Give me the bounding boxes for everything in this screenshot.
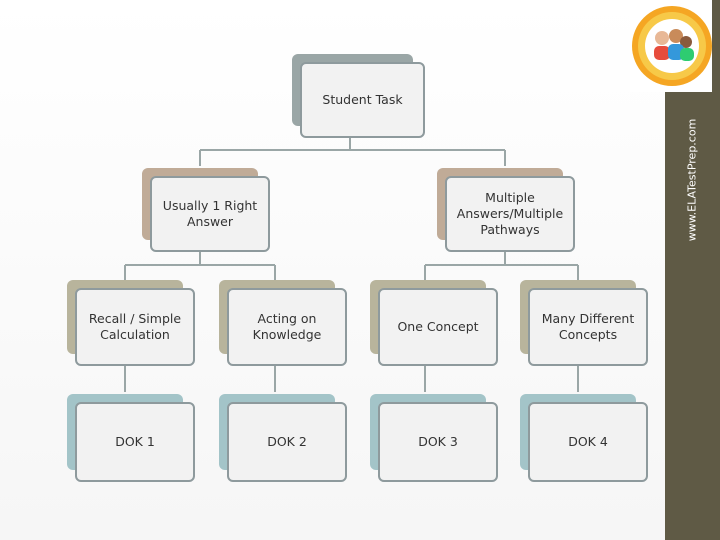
node-label: Many Different Concepts: [541, 310, 635, 342]
node-dok-2: DOK 2: [219, 394, 347, 482]
node-one-concept: One Concept: [370, 280, 498, 366]
node-label: Student Task: [322, 91, 403, 107]
node-acting-on-knowledge: Acting on Knowledge: [219, 280, 347, 366]
node-multiple-answers: Multiple Answers/Multiple Pathways: [437, 168, 575, 252]
node-many-different-concepts: Many Different Concepts: [520, 280, 648, 366]
node-dok-4: DOK 4: [520, 394, 648, 482]
node-student-task: Student Task: [292, 54, 425, 138]
node-label: Acting on Knowledge: [252, 310, 322, 342]
node-dok-1: DOK 1: [67, 394, 195, 482]
node-label: DOK 1: [115, 433, 155, 449]
node-dok-3: DOK 3: [370, 394, 498, 482]
logo: [630, 0, 712, 92]
node-label: DOK 3: [418, 433, 458, 449]
node-label: Recall / Simple Calculation: [88, 310, 182, 342]
node-label: Multiple Answers/Multiple Pathways: [456, 189, 564, 238]
node-recall-simple-calculation: Recall / Simple Calculation: [67, 280, 195, 366]
node-label: One Concept: [397, 318, 479, 334]
node-label: Usually 1 Right Answer: [162, 197, 258, 229]
node-label: DOK 2: [267, 433, 307, 449]
node-label: DOK 4: [568, 433, 608, 449]
node-usually-one-right-answer: Usually 1 Right Answer: [142, 168, 270, 252]
kids-badge-logo-icon: [632, 6, 712, 86]
